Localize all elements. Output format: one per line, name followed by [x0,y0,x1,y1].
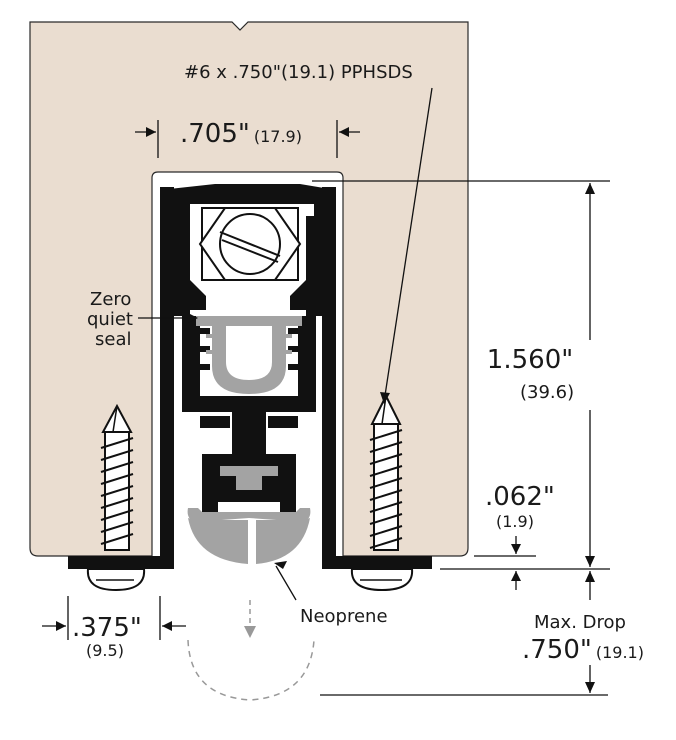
flange-in: .375" [72,613,142,643]
aluminum-housing [68,184,432,569]
pan-head-icon [86,568,414,592]
gap-in: .062" [485,482,555,512]
drop-label: Max. Drop [534,612,626,633]
width-in: .705" [180,119,250,149]
door-panel [29,21,469,557]
seal-label-3: seal [95,329,131,350]
drop-mm: (19.1) [596,643,644,662]
height-mm: (39.6) [520,382,574,403]
flange-mm: (9.5) [86,641,124,660]
seal-label-2: quiet [87,309,133,330]
screw-spec-label: #6 x .750"(19.1) PPHSDS [184,62,413,83]
quiet-seal [196,316,302,394]
neoprene-seal [187,466,311,564]
width-dimension: .705"(17.9) [180,119,302,149]
drop-in: .750" [522,635,592,665]
drop-arrow-icon [187,600,315,701]
screw-icon [100,403,134,551]
gap-mm: (1.9) [496,512,534,531]
hex-nut-icon [198,207,302,281]
arrowheads [56,127,595,693]
neoprene-label: Neoprene [300,606,388,627]
width-mm: (17.9) [254,127,302,146]
seal-label-1: Zero [90,289,131,310]
screw-icon [369,393,403,551]
height-in: 1.560" [487,345,573,375]
drop-dimension: .750"(19.1) [522,635,644,665]
